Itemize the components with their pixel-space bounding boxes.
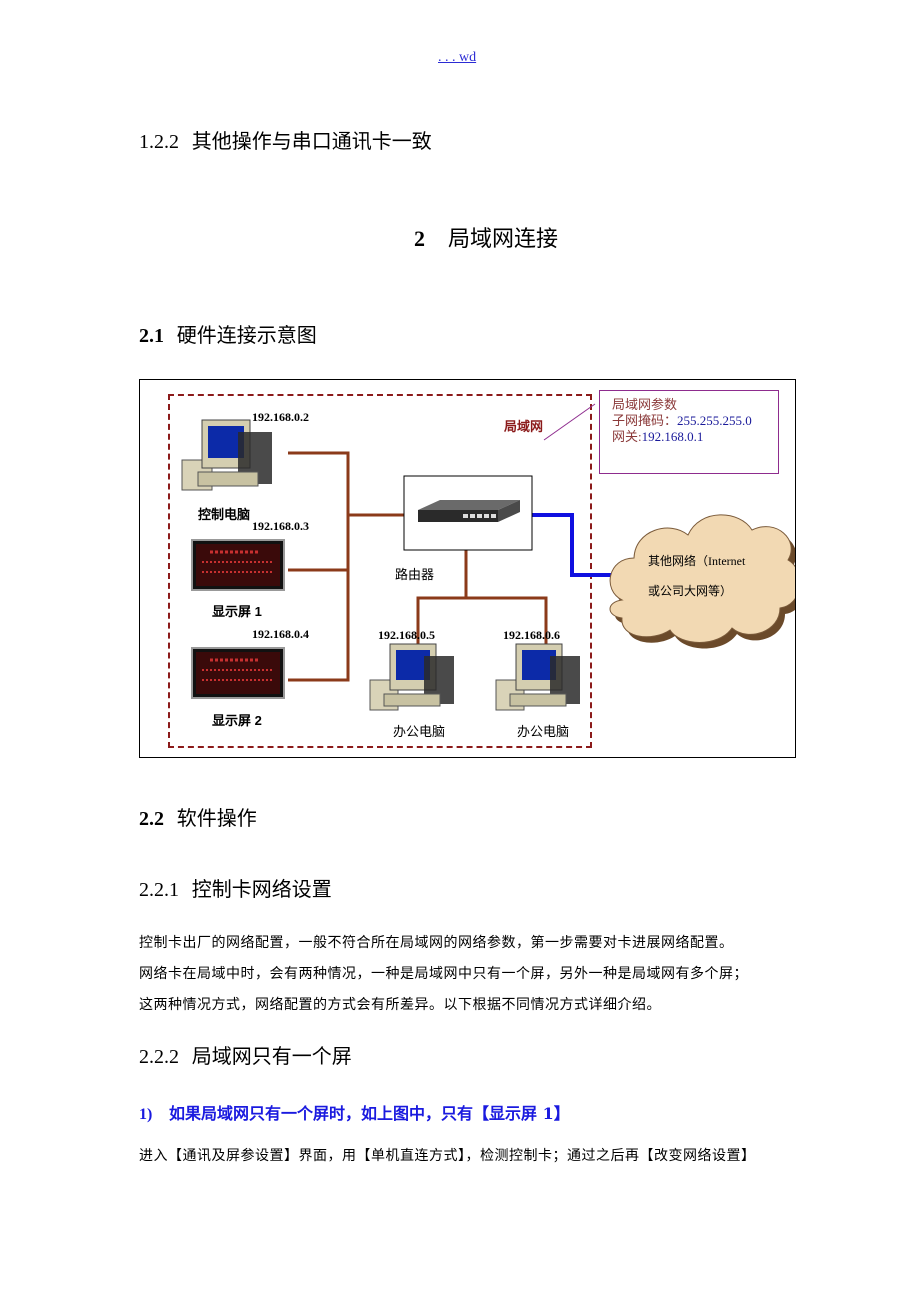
section-title: 局域网只有一个屏 [191, 1044, 352, 1068]
section-2-2-1-heading: 2.2.1 控制卡网络设置 [139, 873, 332, 902]
list-item-number: 1) [139, 1106, 153, 1123]
section-1-2-2-heading: 1.2.2 其他操作与串口通讯卡一致 [139, 125, 432, 154]
chapter-2-heading: 2 局域网连接 [414, 221, 558, 253]
section-title: 控制卡网络设置 [191, 877, 332, 901]
paragraph-line: 进入【通讯及屏参设置】界面，用【单机直连方式】，检测控制卡；通过之后再【改变网络… [139, 1148, 756, 1164]
cloud-icon [609, 514, 795, 649]
section-title: 硬件连接示意图 [176, 323, 317, 347]
wire-screens [288, 568, 350, 682]
wire-control-pc [288, 451, 350, 572]
office-pc-1-icon [369, 643, 454, 711]
cloud-line-1: 其他网络（Internet [648, 554, 746, 568]
gateway-row: 网关:192.168.0.1 [612, 429, 766, 445]
display-screen-1-icon [191, 539, 285, 591]
list-item-text: 如果局域网只有一个屏时，如上图中，只有【显示屏 1】 [169, 1104, 570, 1123]
section-title: 其他操作与串口通讯卡一致 [191, 129, 432, 153]
params-title: 局域网参数 [612, 397, 678, 412]
office-pc-1-label: 办公电脑 [393, 724, 446, 739]
lan-boundary [168, 394, 592, 748]
screen-2-ip: 192.168.0.4 [252, 627, 309, 641]
control-pc-ip: 192.168.0.2 [252, 410, 309, 424]
cloud-text: 其他网络（Internet 或公司大网等） [648, 546, 745, 606]
gateway-value: 192.168.0.1 [641, 429, 704, 444]
section-number: 1.2.2 [139, 131, 179, 153]
screen-1-label: 显示屏 1 [212, 604, 262, 619]
list-item-1: 1) 如果局域网只有一个屏时，如上图中，只有【显示屏 1】 [139, 1100, 570, 1124]
section-number: 2.2 [139, 808, 164, 830]
control-pc-label: 控制电脑 [198, 507, 251, 522]
header-link[interactable]: . . . wd [438, 50, 477, 65]
subnet-row: 子网掩码：255.255.255.0 [612, 413, 766, 429]
display-screen-2-icon [191, 647, 285, 699]
section-number: 2.1 [139, 325, 164, 347]
office-pc-2-icon [495, 643, 580, 711]
router-icon [403, 475, 533, 551]
section-2-2-heading: 2.2 软件操作 [139, 802, 257, 831]
wires-layer [181, 403, 795, 711]
paragraph-line: 控制卡出厂的网络配置，一般不符合所在局域网的网络参数，第一步需要对卡进展网络配置… [139, 935, 734, 951]
callout-line [543, 403, 596, 441]
section-2-1-heading: 2.1 硬件连接示意图 [139, 319, 317, 348]
gateway-label: 网关: [612, 429, 642, 444]
office-pc-2-label: 办公电脑 [517, 724, 570, 739]
screen-2-label: 显示屏 2 [212, 713, 262, 728]
network-diagram: 局域网 局域网参数 子网掩码：255.255.255.0 网关:192.168.… [139, 379, 796, 758]
section-number: 2.2.2 [139, 1046, 179, 1068]
office-pc-1-ip: 192.168.0.5 [378, 628, 435, 642]
control-pc-icon [181, 419, 272, 491]
section-number: 2.2.1 [139, 879, 179, 901]
paragraph-line: 网络卡在局域中时，会有两种情况，一种是局域网中只有一个屏，另外一种是局域网有多个… [139, 966, 748, 982]
cloud-line-2: 或公司大网等） [648, 584, 733, 598]
wire-office [416, 596, 548, 648]
wire-internet [531, 513, 620, 577]
router-label: 路由器 [395, 567, 435, 582]
chapter-number: 2 [414, 226, 425, 251]
lan-params-box: 局域网参数 子网掩码：255.255.255.0 网关:192.168.0.1 [599, 390, 779, 474]
paragraph-line: 这两种情况方式，网络配置的方式会有所差异。以下根据不同情况方式详细介绍。 [139, 997, 661, 1013]
screen-1-ip: 192.168.0.3 [252, 519, 309, 533]
chapter-title: 局域网连接 [447, 227, 558, 252]
office-pc-2-ip: 192.168.0.6 [503, 628, 560, 642]
subnet-value: 255.255.255.0 [677, 413, 752, 428]
section-title: 软件操作 [176, 806, 257, 830]
section-2-2-2-heading: 2.2.2 局域网只有一个屏 [139, 1040, 352, 1069]
lan-label: 局域网 [504, 419, 544, 434]
subnet-label: 子网掩码： [612, 413, 678, 428]
